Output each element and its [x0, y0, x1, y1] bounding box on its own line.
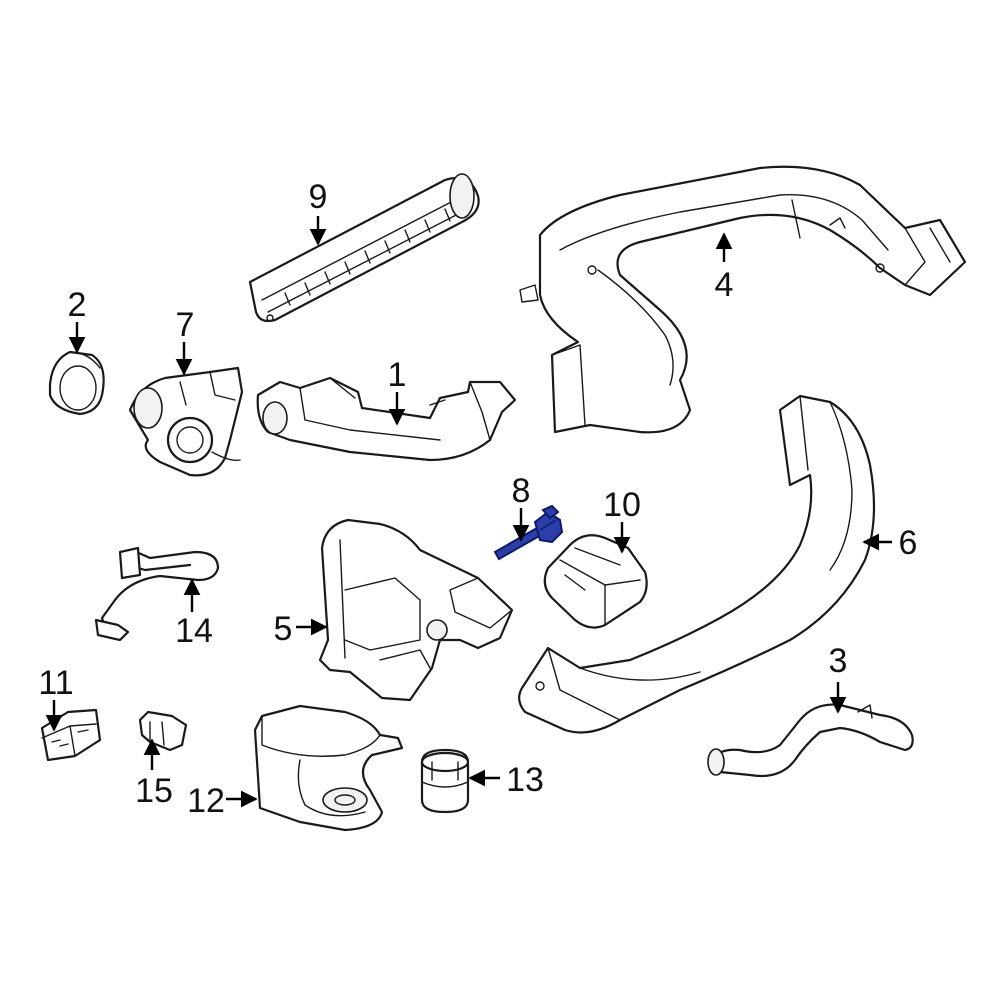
part-2-cap[interactable] [48, 350, 105, 416]
part-8-sensor-highlighted[interactable] [493, 504, 564, 561]
callout-6: 6 [899, 524, 918, 562]
part-6-lower-duct[interactable] [518, 394, 876, 734]
callout-11: 11 [38, 664, 73, 702]
callout-labels: 9 4 2 7 1 8 10 6 14 5 3 11 15 12 13 [38, 178, 917, 820]
callout-8: 8 [512, 472, 531, 510]
part-14-cable[interactable] [94, 546, 220, 642]
callout-4: 4 [715, 266, 734, 304]
callout-9: 9 [309, 178, 328, 216]
part-12-blower-housing[interactable] [253, 704, 404, 832]
part-9-vent-grille[interactable] [248, 173, 480, 323]
part-4-upper-duct[interactable] [519, 165, 967, 434]
callout-14: 14 [175, 612, 213, 650]
callout-15: 15 [135, 772, 173, 810]
part-5-duct-housing[interactable] [318, 518, 514, 702]
callout-7: 7 [176, 306, 195, 344]
part-10-control-module[interactable] [543, 534, 648, 629]
callout-3: 3 [829, 642, 848, 680]
part-13-cartridge[interactable] [420, 748, 470, 814]
callout-1: 1 [388, 356, 407, 394]
callout-2: 2 [68, 286, 87, 324]
part-11-switch-block[interactable] [40, 708, 102, 762]
callout-5: 5 [274, 610, 293, 648]
callout-10: 10 [603, 486, 641, 524]
leader-arrows [45, 216, 892, 808]
callout-12: 12 [187, 782, 225, 820]
part-1-duct[interactable] [256, 376, 517, 462]
part-7-actuator-motor[interactable] [128, 366, 244, 477]
callout-13: 13 [506, 761, 544, 799]
part-15-clip[interactable] [138, 710, 188, 752]
part-3-hose[interactable] [707, 703, 914, 778]
